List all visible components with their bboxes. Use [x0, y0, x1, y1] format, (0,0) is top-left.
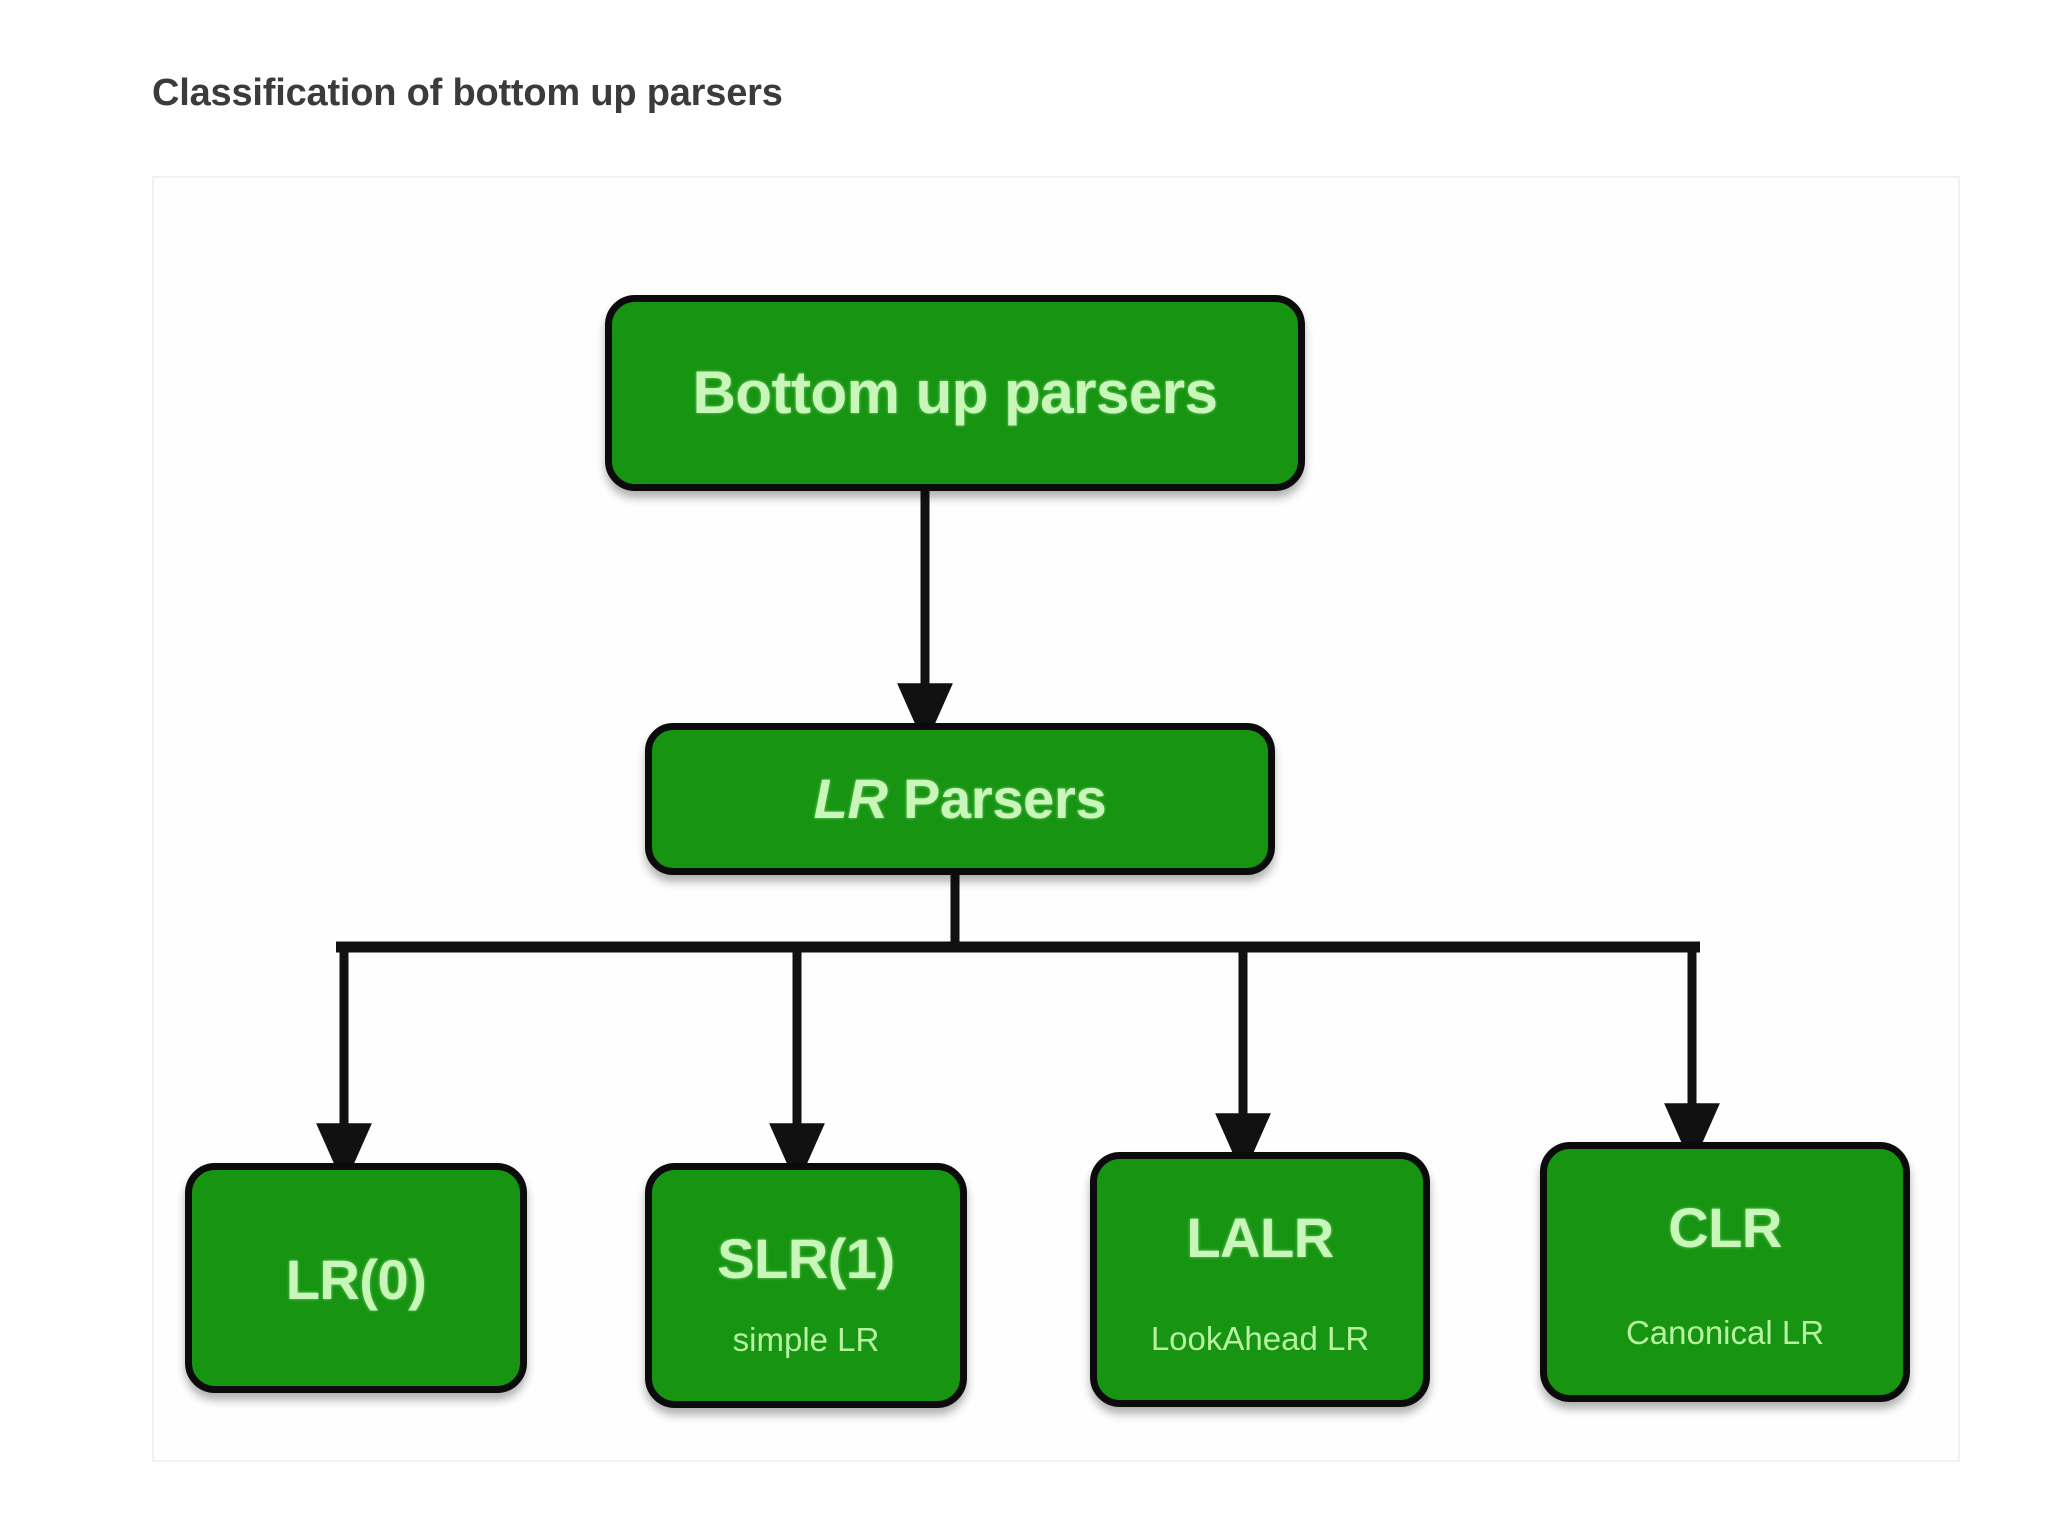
- node-label: LR(0): [285, 1248, 427, 1311]
- node-label: Bottom up parsers: [692, 359, 1218, 426]
- node-sublabel: simple LR: [732, 1321, 880, 1358]
- node-sublabel: LookAhead LR: [1150, 1320, 1370, 1357]
- node-lalr[interactable]: LALR LookAhead LR: [1090, 1152, 1430, 1407]
- node-lr-parsers[interactable]: LR Parsers: [645, 723, 1275, 875]
- node-label-rest-part: Parsers: [887, 767, 1107, 830]
- node-label-italic-part: LR: [813, 767, 888, 830]
- node-sublabel: Canonical LR: [1625, 1313, 1825, 1351]
- node-bottom-up-parsers[interactable]: Bottom up parsers: [605, 295, 1305, 491]
- node-slr1[interactable]: SLR(1) simple LR: [645, 1163, 967, 1408]
- node-label: LR Parsers: [814, 771, 1107, 827]
- node-label: CLR: [1668, 1195, 1782, 1259]
- node-label: LALR: [1186, 1206, 1334, 1269]
- page-title: Classification of bottom up parsers: [152, 72, 783, 114]
- node-lr0[interactable]: LR(0): [185, 1163, 527, 1393]
- node-clr[interactable]: CLR Canonical LR: [1540, 1142, 1910, 1402]
- node-label: SLR(1): [717, 1227, 895, 1290]
